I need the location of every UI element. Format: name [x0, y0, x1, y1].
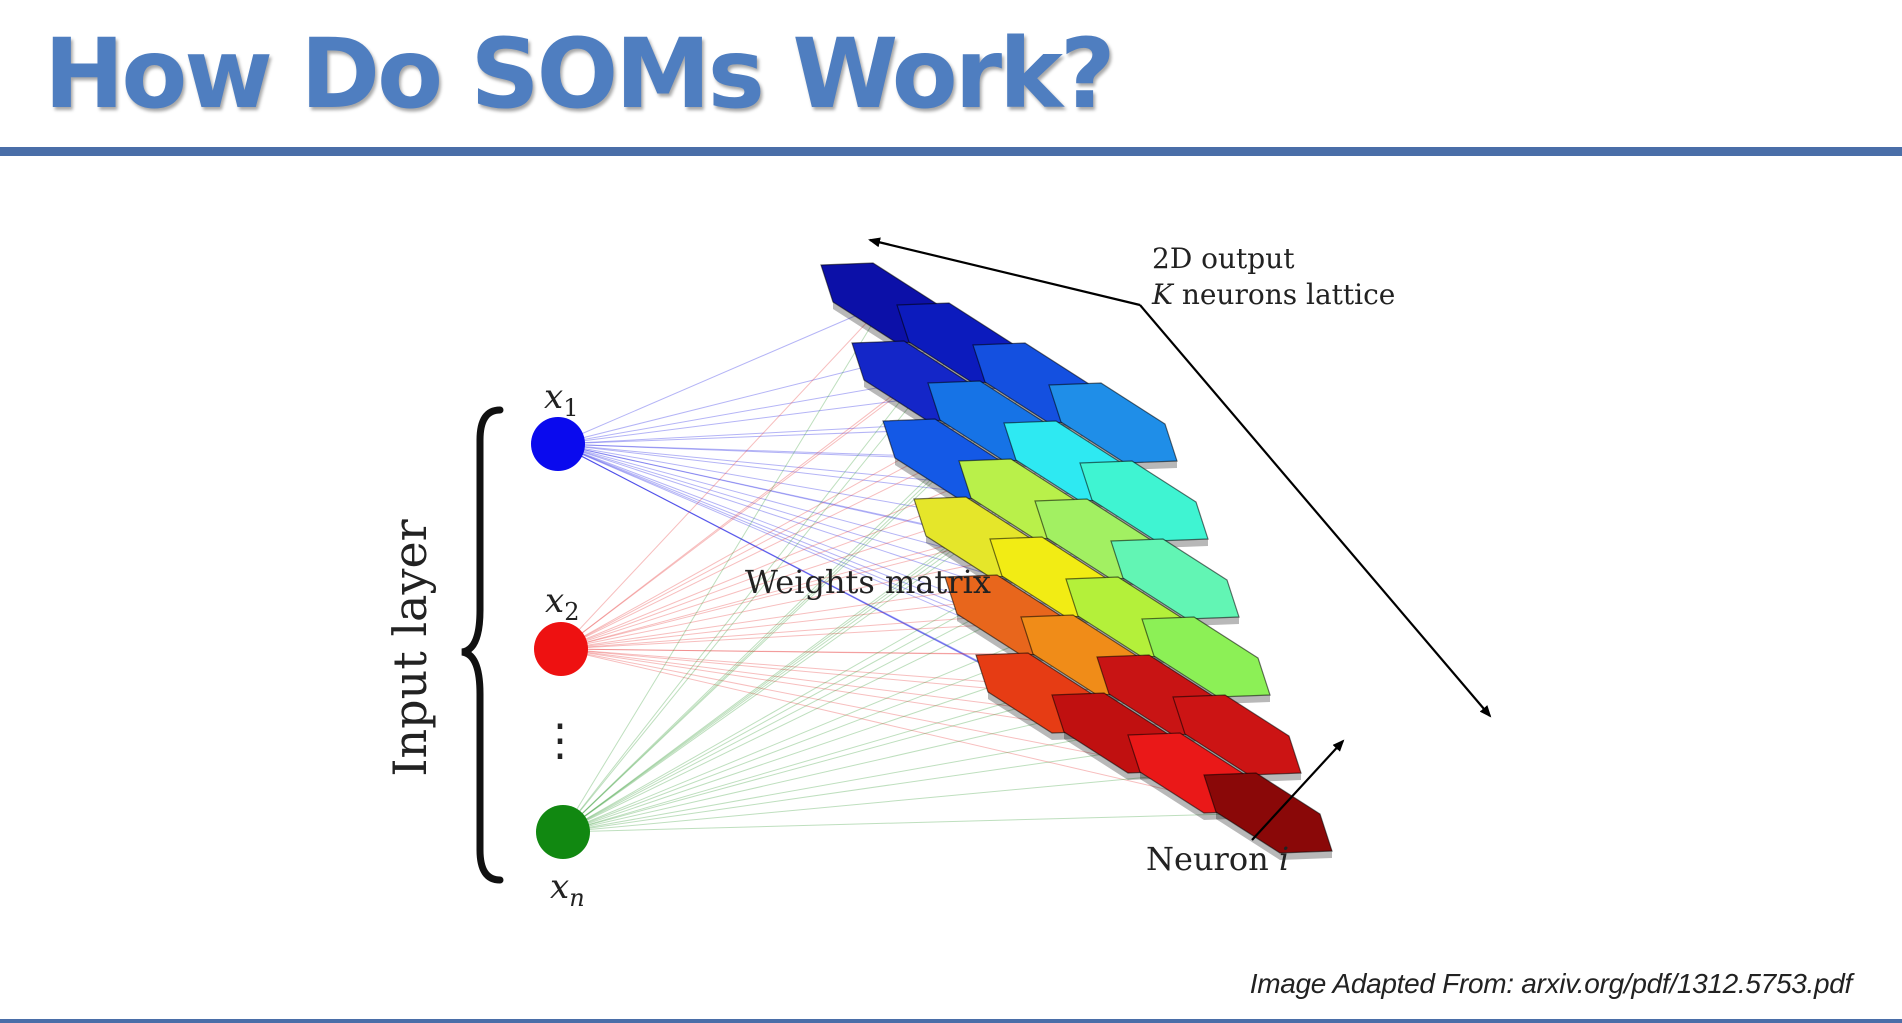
weight-line-0-20: [557, 443, 1041, 694]
lattice-neuron-r1-c3: [1079, 460, 1209, 542]
weight-line-0-8: [557, 443, 948, 460]
weight-line-0-16: [557, 443, 1010, 616]
weight-line-1-21: [560, 648, 1117, 734]
title-divider: [0, 147, 1902, 156]
neuron-i-label: Neuron i: [1146, 840, 1289, 878]
input-node-x1: [531, 417, 585, 471]
weight-line-2-20: [562, 692, 1041, 833]
weight-line-2-22: [562, 772, 1193, 833]
output-lattice-label-line1: 2D output: [1152, 242, 1295, 275]
weight-line-1-20: [560, 648, 1041, 694]
weight-line-2-4: [562, 380, 917, 833]
weight-line-2-21: [562, 732, 1117, 833]
lattice-neuron-r4-c3: [1172, 694, 1302, 776]
lattice-depth-arrow: [1139, 304, 1492, 718]
input-xn-label: xn: [550, 867, 585, 912]
input-ellipsis: ⋮: [538, 715, 582, 766]
lattice-neuron-r2-c3: [1110, 538, 1240, 620]
input-x1-label: x1: [544, 377, 578, 422]
slide-title: How Do SOMs Work?: [44, 18, 1116, 130]
weight-line-0-0: [557, 302, 886, 445]
weight-line-1-16: [560, 614, 1010, 650]
lattice-neuron-shade-r3-c3: [1154, 656, 1270, 704]
lattice-neuron-shade-r4-c3: [1185, 734, 1301, 782]
weight-line-1-12: [560, 536, 979, 650]
weight-line-0-4: [557, 380, 917, 445]
lattice-neuron-shade-r1-c3: [1092, 500, 1208, 548]
input-node-x2: [534, 622, 588, 676]
weight-line-1-22: [560, 648, 1193, 774]
neuron-pointer-arrow: [1251, 739, 1345, 841]
lattice-neuron-r5-c3: [1203, 772, 1333, 854]
weight-line-2-12: [562, 536, 979, 833]
weight-line-2-9: [562, 498, 1024, 833]
weight-line-0-10: [557, 443, 1100, 540]
input-x2-label: x2: [545, 581, 579, 626]
input-layer-label: Input layer: [383, 519, 437, 776]
weight-line-1-23: [560, 648, 1269, 814]
lattice-width-arrow: [868, 237, 1141, 307]
weight-line-1-4: [560, 380, 917, 650]
weight-line-2-8: [562, 458, 948, 833]
weight-line-2-5: [562, 420, 993, 833]
weight-line-2-16: [562, 614, 1010, 833]
input-node-xn: [536, 805, 590, 859]
lattice-neuron-shade-r0-c3: [1061, 422, 1177, 470]
weight-line-1-0: [560, 302, 886, 650]
weight-line-2-23: [562, 812, 1269, 833]
weights-matrix-label: Weights matrix: [745, 563, 991, 601]
weight-line-2-0: [562, 302, 886, 833]
weight-line-0-12: [557, 443, 979, 538]
weight-line-1-8: [560, 458, 948, 650]
output-lattice-label-line2: K neurons lattice: [1151, 278, 1395, 311]
image-credit: Image Adapted From: arxiv.org/pdf/1312.5…: [1249, 968, 1853, 999]
lattice-neuron-shade-r5-c3: [1216, 812, 1332, 860]
lattice-neuron-shade-r2-c3: [1123, 578, 1239, 626]
lattice-neuron-r3-c3: [1141, 616, 1271, 698]
bottom-divider: [0, 1019, 1902, 1023]
input-layer-brace: [461, 406, 504, 884]
lattice-neuron-r0-c3: [1048, 382, 1178, 464]
output-lattice: [820, 262, 1333, 860]
